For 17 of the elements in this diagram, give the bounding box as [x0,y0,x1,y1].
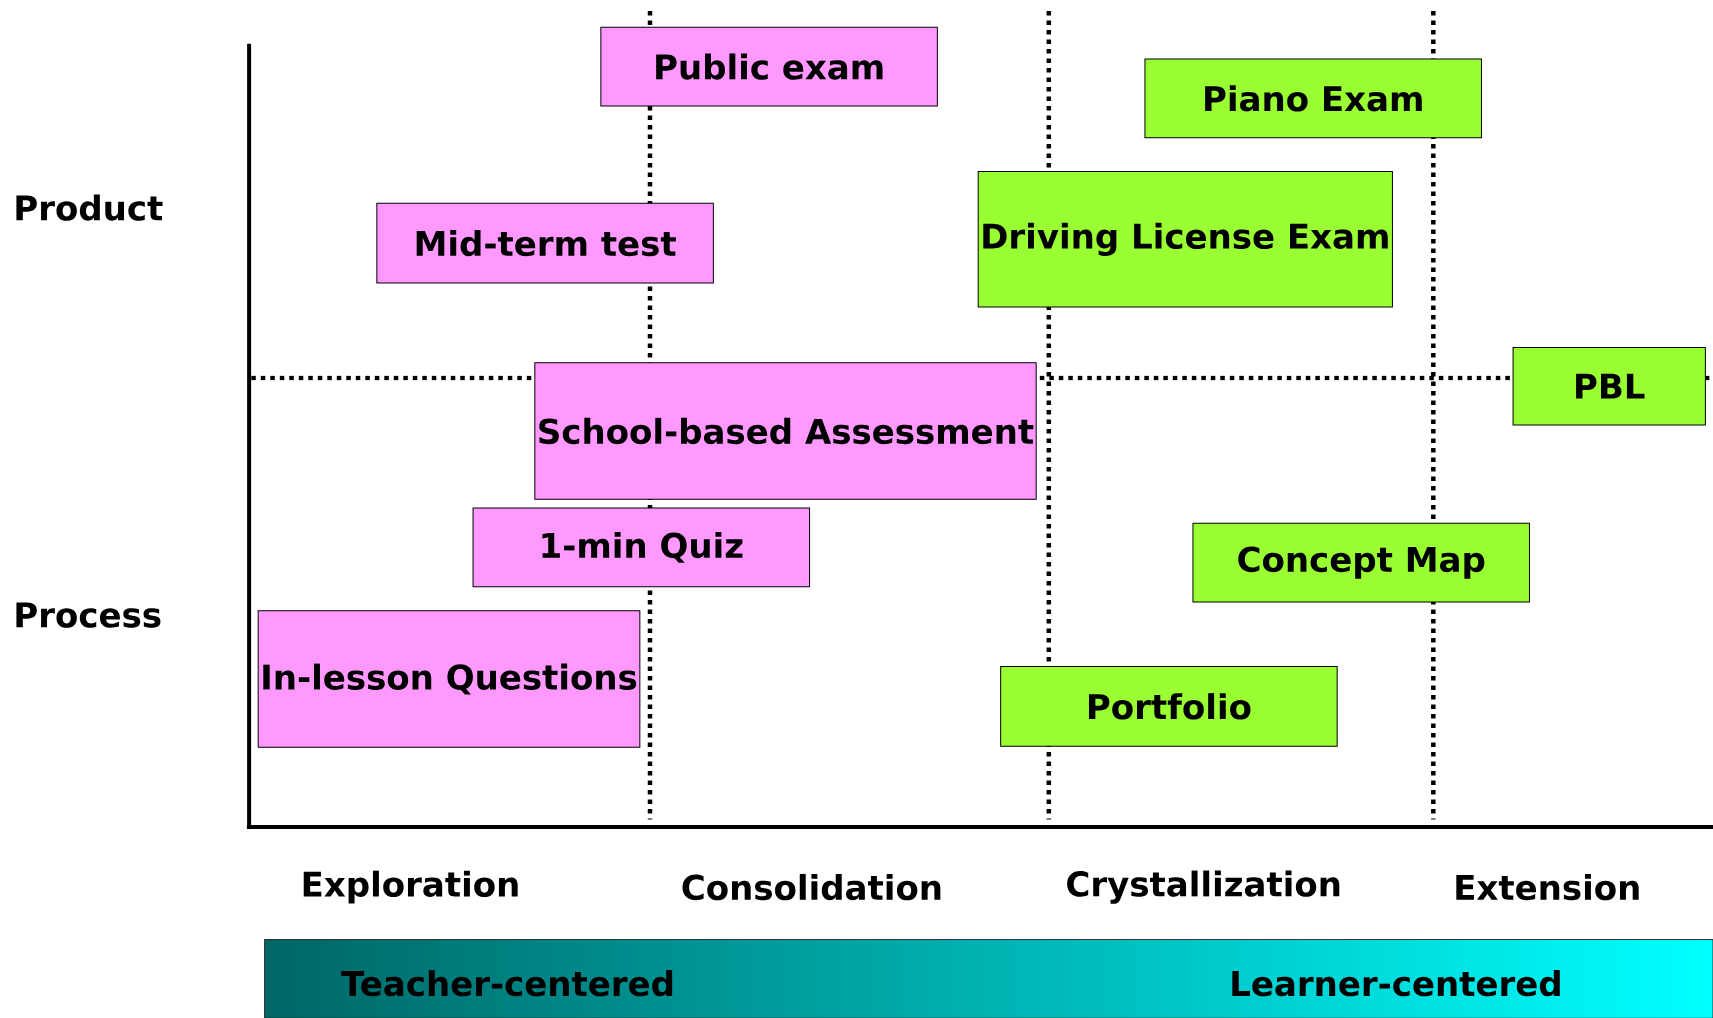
stage-label: Exploration [303,870,518,904]
axis-label: Product [16,194,163,221]
assessment-box: Public exam [600,26,938,107]
assessment-box: Driving License Exam [977,171,1393,308]
assessment-box: In-lesson Questions [257,610,641,748]
stage-label: Consolidation [682,873,941,901]
assessment-box: Mid-term test [376,202,714,284]
assessment-box: PBL [1512,346,1706,426]
assessment-box: School-based Assessment [534,362,1037,500]
assessment-box: Piano Exam [1144,58,1482,139]
stage-label: Extension [1456,873,1639,901]
stage-label: Crystallization [1067,870,1340,904]
gradient-band: Teacher-centered Learner-centered [264,939,1713,1018]
assessment-box: 1-min Quiz [472,507,811,588]
axis-label: Process [16,602,161,628]
assessment-box: Concept Map [1192,522,1530,603]
assessment-box: Portfolio [1000,665,1338,747]
